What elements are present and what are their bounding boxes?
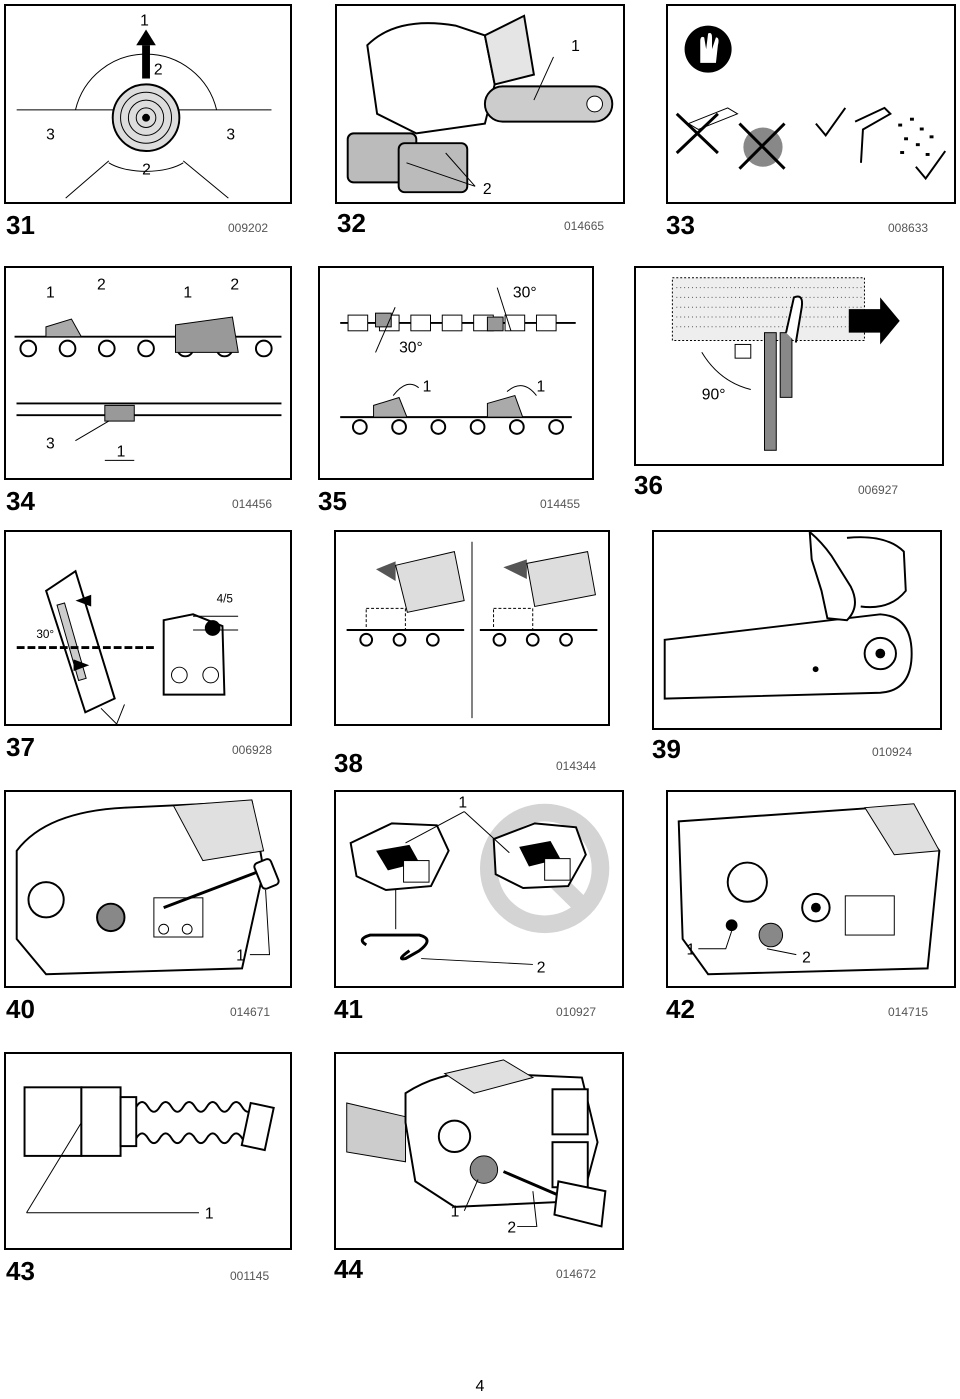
figure-36-illustration: 90°: [634, 266, 944, 466]
figure-42-callout-1: 1: [687, 942, 696, 959]
figure-40-illustration: 1: [4, 790, 292, 988]
carbon-brush-diagram: 1: [23, 1086, 275, 1223]
figure-32-illustration: 1 2: [335, 4, 625, 204]
figure-35-callout-1a: 1: [423, 379, 432, 396]
figure-34-callout-3: 3: [46, 436, 55, 453]
figure-33-code: 008633: [888, 221, 929, 235]
figure-39-number: 39: [652, 734, 681, 764]
figure-31-callout-1: 1: [140, 13, 149, 30]
figure-39-code: 010924: [872, 745, 913, 759]
arrow-right-icon: [848, 297, 900, 345]
figure-44-code: 014672: [556, 1267, 597, 1281]
figure-42-illustration: 1 2: [666, 790, 956, 988]
figure-35-callout-angle-top: 30°: [513, 284, 537, 301]
cross-mark-icon: [675, 112, 719, 155]
figure-34-callout-2b: 2: [230, 277, 239, 294]
figure-41-number: 41: [334, 994, 363, 1024]
sharpening-do-dont-diagram: [675, 25, 947, 181]
sprocket-orientation-diagram: 1 2: [349, 795, 610, 976]
check-mark-icon: [915, 150, 947, 181]
figure-40-number: 40: [6, 994, 35, 1024]
figure-34-illustration: 1 2 1 2 3 1: [4, 266, 292, 480]
brush-holder-cap-diagram: 1 2: [346, 1059, 607, 1236]
figure-31-callout-2-bottom: 2: [142, 162, 151, 179]
figure-32-callout-2: 2: [483, 181, 492, 198]
figure-42-number: 42: [666, 994, 695, 1024]
figure-35-callout-1b: 1: [536, 379, 545, 396]
figure-31-illustration: 1 2 3 3 2: [4, 4, 292, 204]
sprocket-installation-diagram: 1 2: [677, 803, 941, 976]
figure-35-callout-angle-bottom: 30°: [399, 339, 423, 356]
figure-41-callout-1: 1: [458, 795, 467, 812]
figure-41-code: 010927: [556, 1005, 597, 1019]
figure-43-illustration: 1: [4, 1052, 292, 1250]
figure-43-code: 001145: [230, 1269, 270, 1283]
figure-38-illustration: [334, 530, 610, 726]
figure-32-callout-1: 1: [571, 38, 580, 55]
figure-44-illustration: 1 2: [334, 1052, 624, 1250]
figure-40-code: 014671: [230, 1005, 271, 1019]
figure-34-number: 34: [6, 486, 35, 516]
figure-36-number: 36: [634, 470, 663, 500]
cross-mark-icon: [738, 122, 786, 170]
figure-41-illustration: 1 2: [334, 790, 624, 988]
figure-38-code: 014344: [556, 759, 597, 773]
figure-37-illustration: 4/5 30°: [4, 530, 292, 726]
depth-gauge-diagram: [346, 541, 598, 719]
figure-31-callout-2: 2: [154, 62, 163, 79]
log-cutting-diagram: 1 2 3 3 2: [16, 13, 272, 199]
figure-37-number: 37: [6, 732, 35, 762]
figure-40-callout-1: 1: [236, 948, 245, 965]
figure-32-code: 014665: [564, 219, 605, 233]
figure-43-callout-1: 1: [205, 1206, 214, 1223]
figure-42-callout-2: 2: [802, 949, 811, 966]
chainsaw-battery-diagram: 1 2: [346, 14, 614, 198]
figure-34-code: 014456: [232, 497, 273, 511]
figure-43-number: 43: [6, 1256, 35, 1286]
gloves-icon: [700, 32, 719, 63]
figure-35-number: 35: [318, 486, 347, 516]
figure-32-number: 32: [337, 208, 366, 238]
figure-34-callout-1a: 1: [46, 284, 55, 301]
file-perpendicular-diagram: 90°: [671, 277, 900, 451]
figure-37-callout-angle: 30°: [36, 628, 54, 641]
figure-38-number: 38: [334, 748, 363, 778]
figure-35-code: 014455: [540, 497, 581, 511]
figure-31-callout-3-left: 3: [46, 126, 55, 143]
figure-31-callout-3-right: 3: [226, 126, 235, 143]
figure-44-callout-2: 2: [507, 1219, 516, 1236]
figure-35-illustration: 30° 30° 1 1: [318, 266, 594, 480]
figure-36-callout-angle: 90°: [702, 386, 726, 403]
figure-41-callout-2: 2: [537, 959, 546, 976]
figure-34-callout-1c: 1: [117, 443, 126, 460]
figure-31-number: 31: [6, 210, 35, 240]
figure-37-code: 006928: [232, 743, 273, 757]
figure-36-code: 006927: [858, 483, 899, 497]
figure-42-code: 014715: [888, 1005, 929, 1019]
sprocket-cover-removal-diagram: 1: [15, 799, 280, 976]
figure-31-code: 009202: [228, 221, 269, 235]
page-number: 4: [475, 1378, 485, 1395]
chain-depth-diagram: 1 2 1 2 3 1: [14, 277, 282, 461]
guide-bar-cleaning-diagram: [663, 532, 913, 700]
figure-34-callout-1b: 1: [183, 284, 192, 301]
file-angle-diagram: 30° 30° 1 1: [340, 284, 576, 435]
figure-33-number: 33: [666, 210, 695, 240]
figure-37-callout-fraction: 4/5: [217, 593, 234, 606]
file-holder-diagram: 4/5 30°: [16, 569, 239, 724]
figure-34-callout-2a: 2: [97, 277, 106, 294]
figure-33-illustration: [666, 4, 956, 204]
figure-44-callout-1: 1: [451, 1204, 460, 1221]
figure-39-illustration: [652, 530, 942, 730]
figure-44-number: 44: [334, 1254, 363, 1284]
check-mark-icon: [815, 107, 847, 137]
